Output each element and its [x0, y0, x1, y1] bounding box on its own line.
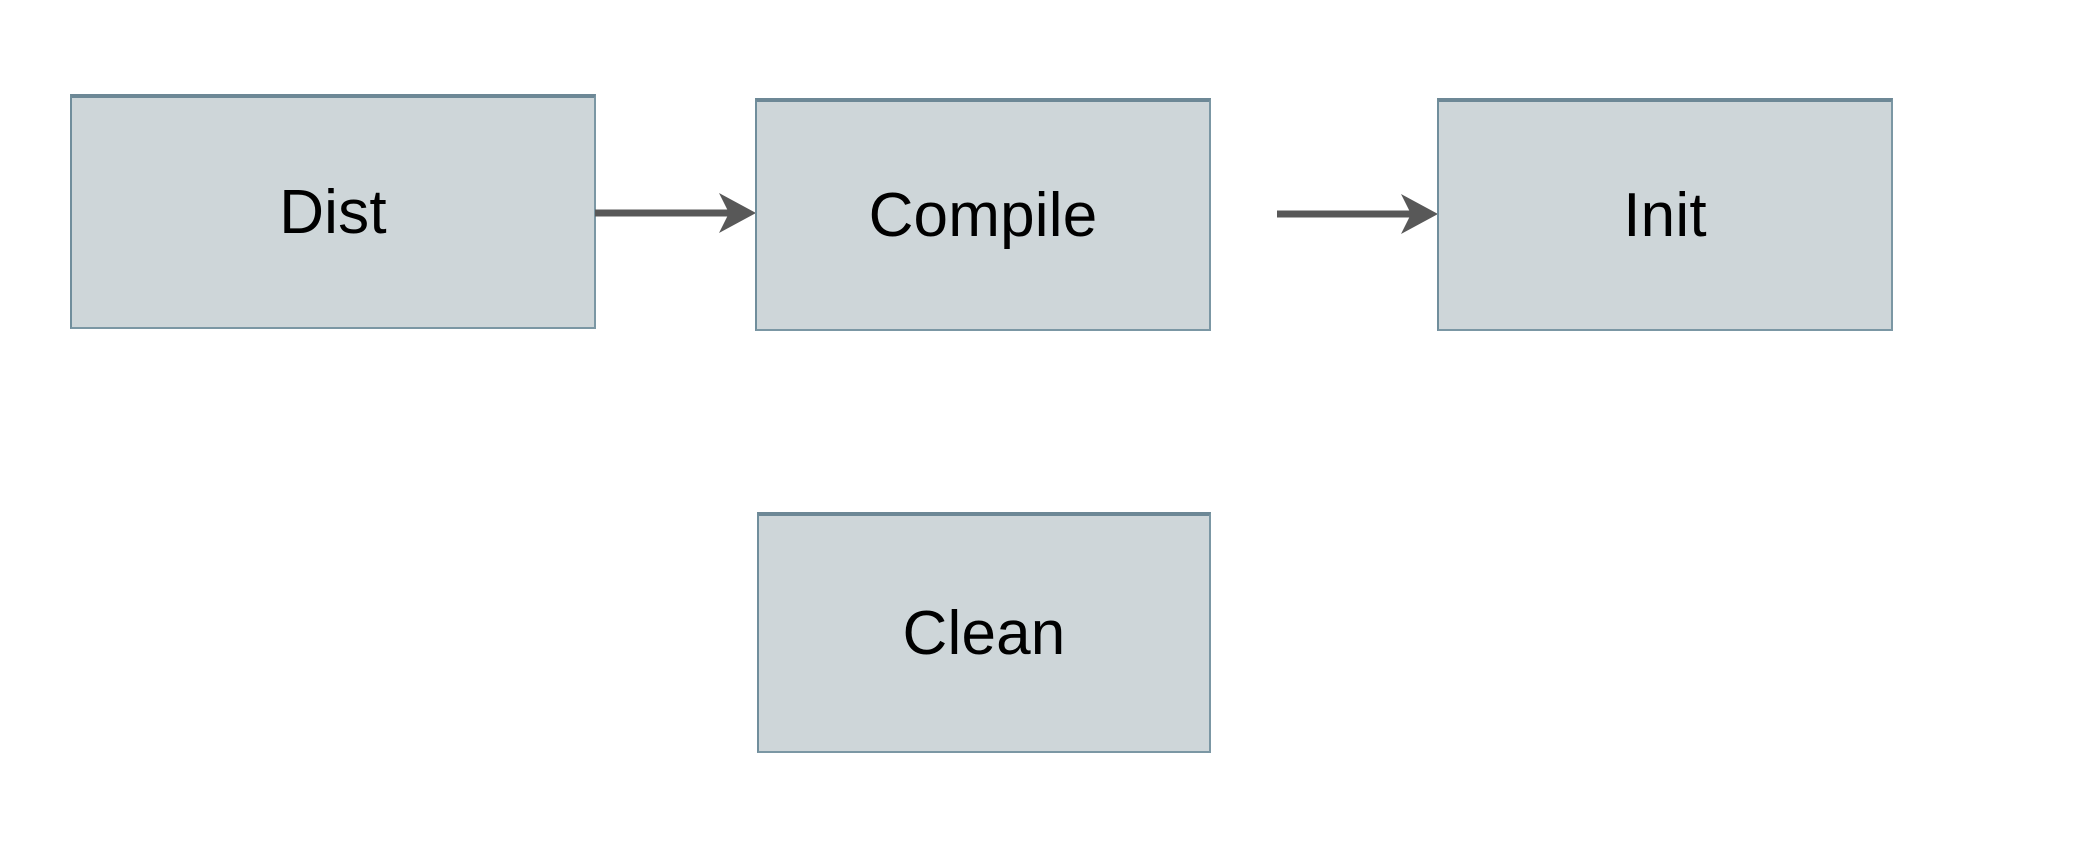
- node-init-label: Init: [1623, 180, 1707, 250]
- node-dist[interactable]: Dist: [70, 94, 596, 329]
- node-init[interactable]: Init: [1437, 98, 1893, 331]
- node-clean[interactable]: Clean: [757, 512, 1211, 753]
- node-clean-label: Clean: [902, 598, 1066, 668]
- edge-compile-to-init-arrowhead-icon: [1401, 194, 1438, 234]
- node-compile-label: Compile: [868, 180, 1098, 250]
- edge-dist-to-compile[interactable]: [588, 186, 764, 242]
- node-compile[interactable]: Compile: [755, 98, 1211, 331]
- edge-dist-to-compile-arrowhead-icon: [719, 193, 756, 233]
- node-dist-label: Dist: [279, 177, 387, 247]
- edge-compile-to-init[interactable]: [1270, 187, 1446, 243]
